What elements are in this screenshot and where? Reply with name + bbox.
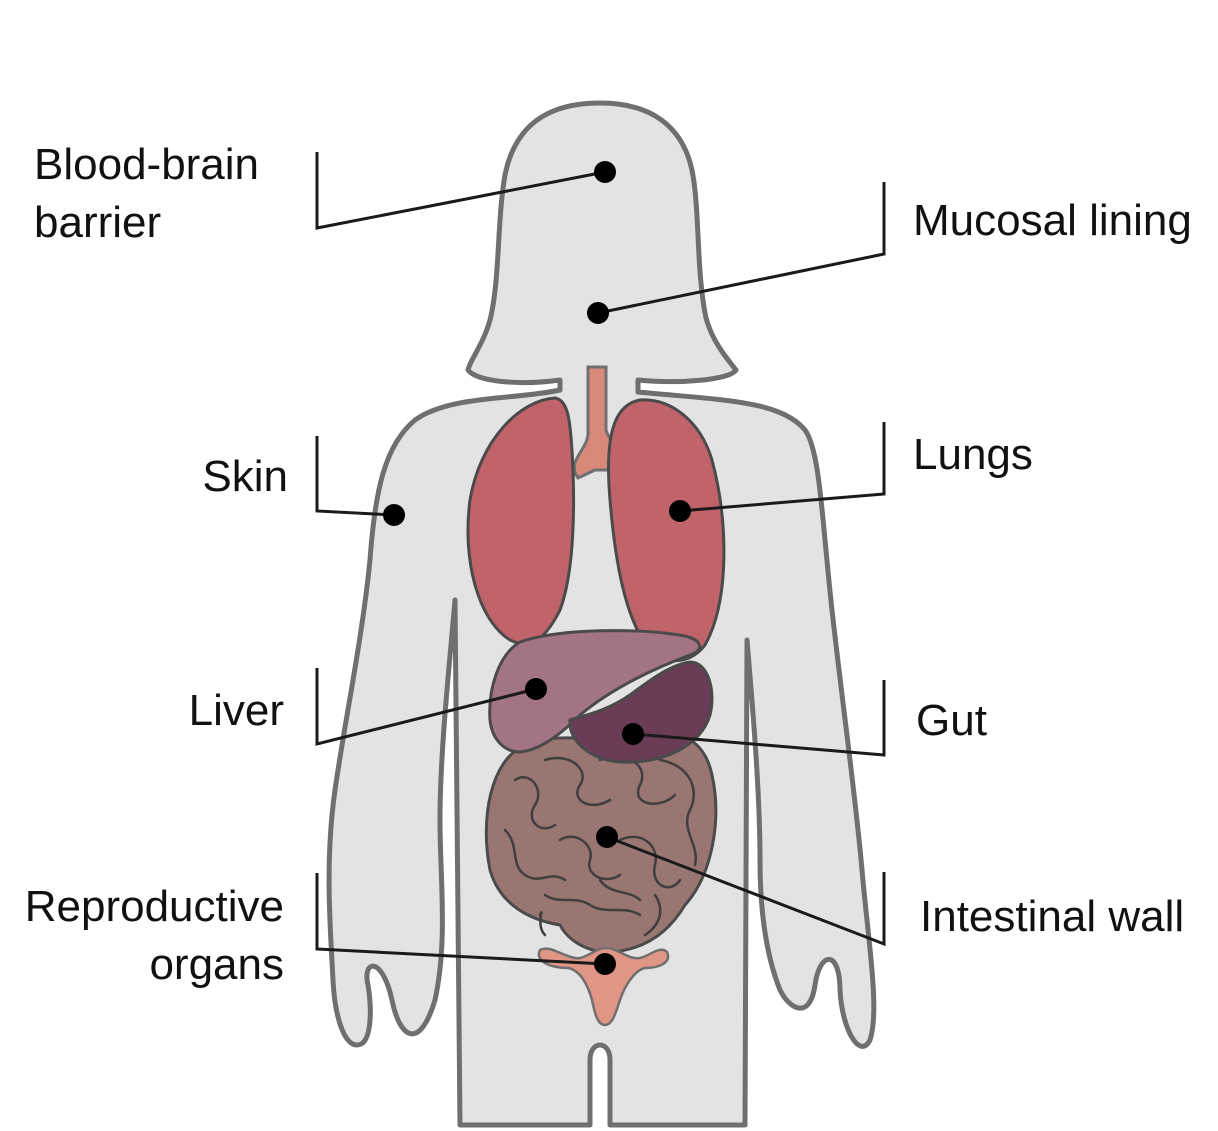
marker-lungs	[669, 500, 691, 522]
label-reproductive-organs-line1: Reproductive	[0, 878, 284, 936]
marker-liver	[525, 678, 547, 700]
label-lungs: Lungs	[913, 426, 1033, 484]
marker-mucosal-lining	[587, 302, 609, 324]
label-blood-brain-barrier-line2: barrier	[34, 194, 259, 252]
marker-blood-brain-barrier	[594, 161, 616, 183]
label-skin: Skin	[100, 448, 288, 506]
label-mucosal-lining: Mucosal lining	[913, 192, 1192, 250]
marker-skin	[383, 504, 405, 526]
label-reproductive-organs-line2: organs	[0, 936, 284, 994]
label-reproductive-organs: Reproductive organs	[0, 878, 284, 994]
label-liver: Liver	[100, 682, 284, 740]
label-intestinal-wall: Intestinal wall	[920, 888, 1184, 946]
label-blood-brain-barrier-line1: Blood-brain	[34, 136, 259, 194]
label-blood-brain-barrier: Blood-brain barrier	[34, 136, 259, 252]
label-gut: Gut	[916, 692, 987, 750]
marker-reproductive-organs	[594, 953, 616, 975]
marker-intestinal-wall	[596, 826, 618, 848]
marker-gut	[622, 723, 644, 745]
